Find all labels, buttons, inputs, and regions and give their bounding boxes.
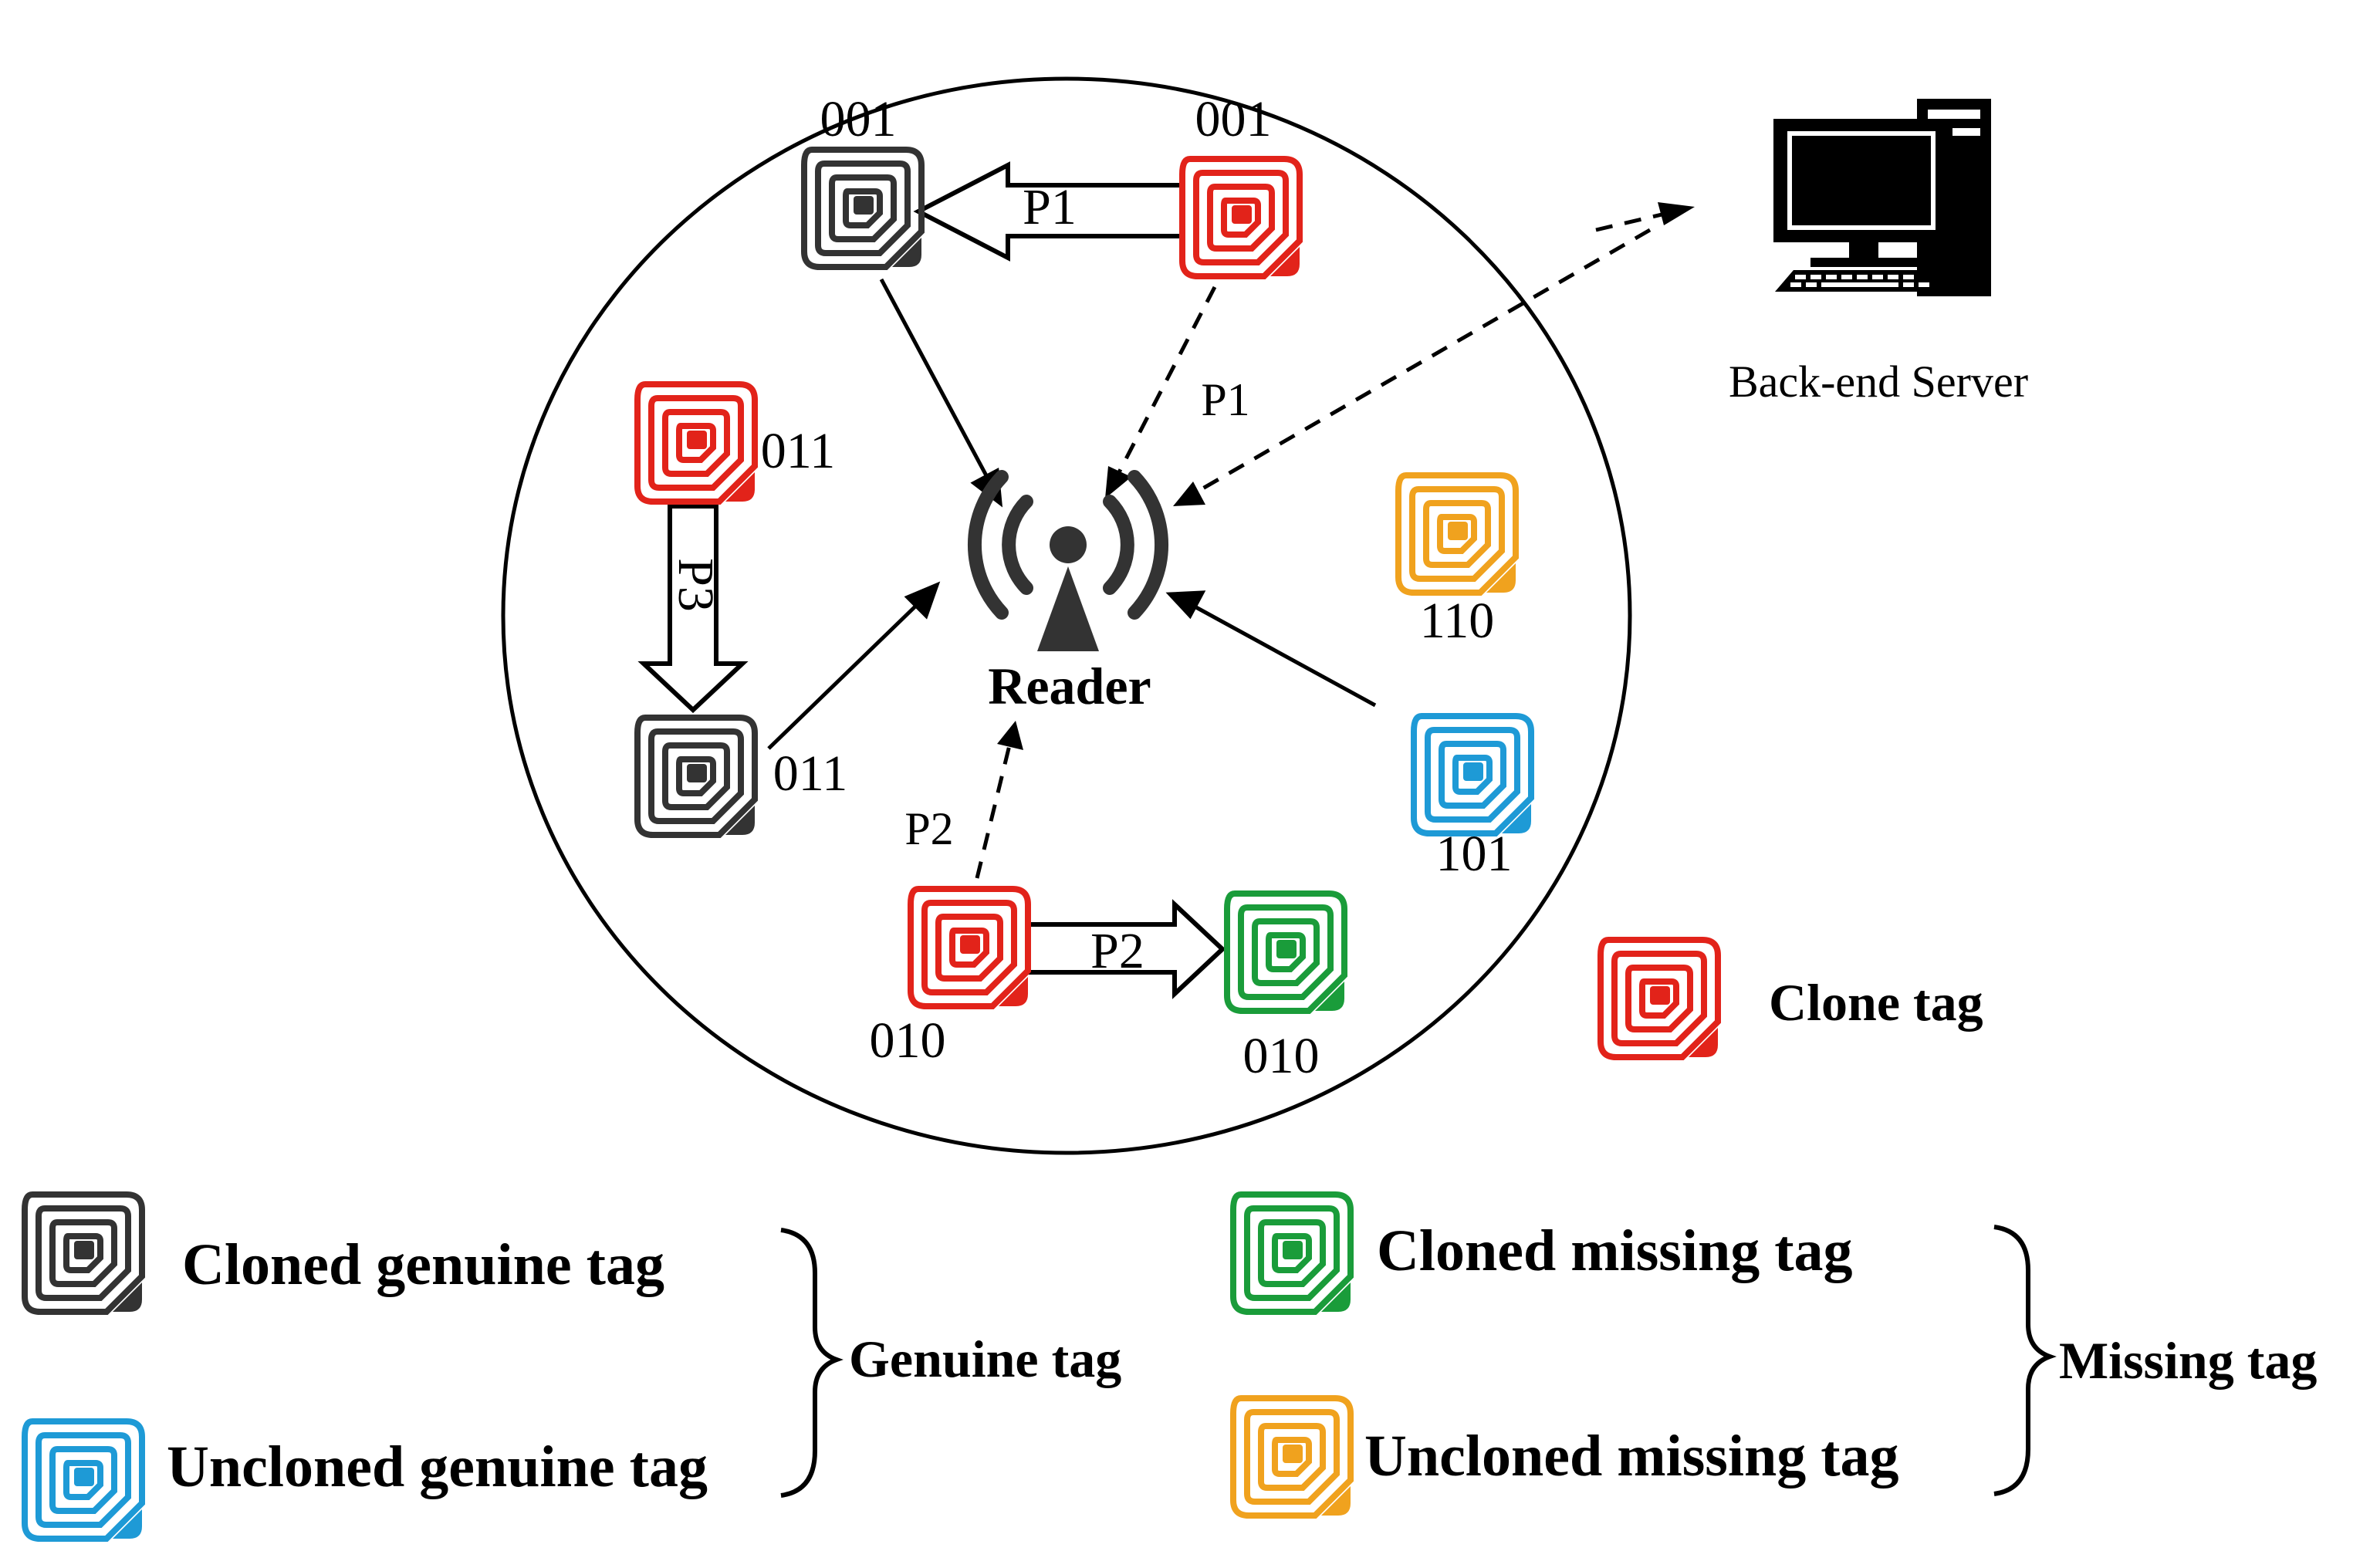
rfid-tag-icon [25, 1195, 142, 1312]
p3-block-arrow [637, 504, 749, 714]
missing-brace [1993, 1225, 2057, 1496]
tag-clone-010-label: 010 [870, 1012, 946, 1069]
antenna-icon [968, 470, 1168, 651]
rfid-tag-icon [637, 718, 755, 835]
tag-clone-011-label: 011 [761, 423, 836, 479]
legend-genuine-group: Genuine tag [849, 1330, 1121, 1388]
rfid-tag-icon [1182, 159, 1300, 276]
p1-link-label: P1 [1201, 374, 1249, 425]
tag-uncloned-101-label: 101 [1436, 826, 1513, 882]
rfid-tag-icon [1233, 1195, 1351, 1312]
legend-uncloned-missing: Uncloned missing tag [1364, 1424, 1899, 1489]
reader-label: Reader [988, 657, 1151, 715]
arrow-heads-dashed [997, 202, 1695, 750]
tag-genuine-011-label: 011 [773, 745, 848, 802]
p3-arrow-label: P3 [668, 558, 724, 612]
rfid-tag-icon [637, 384, 755, 502]
p2-block-arrow [1026, 899, 1226, 999]
p1-arrow-label: P1 [1023, 179, 1077, 235]
rfid-tag-icon [1398, 475, 1516, 593]
legend-cloned-missing: Cloned missing tag [1377, 1218, 1853, 1283]
legend-missing-group: Missing tag [2059, 1331, 2317, 1390]
rfid-tag-icon [25, 1421, 142, 1539]
p1-block-arrow [913, 161, 1185, 262]
computer-icon [1773, 99, 1991, 296]
p2-link-label: P2 [904, 803, 953, 854]
legend-uncloned-genuine: Uncloned genuine tag [167, 1435, 708, 1499]
p2-arrow-label: P2 [1090, 923, 1144, 979]
rfid-tag-icon [1233, 1398, 1351, 1516]
reader-coverage-circle [501, 76, 1632, 1155]
tag-missing-110-label: 110 [1420, 593, 1495, 649]
legend-clone-tag: Clone tag [1769, 973, 1983, 1032]
tag-clone-001-label: 001 [1195, 91, 1272, 147]
rfid-tag-icon [1601, 940, 1718, 1057]
rfid-tag-icon [1414, 716, 1531, 833]
rfid-tag-icon [804, 150, 921, 267]
tag-missing-010-label: 010 [1243, 1028, 1320, 1084]
server-label: Back-end Server [1729, 357, 2028, 407]
legend-cloned-genuine: Cloned genuine tag [182, 1232, 664, 1297]
rfid-tag-icon [911, 889, 1028, 1006]
rfid-tag-icon [1227, 894, 1344, 1011]
genuine-brace [780, 1228, 844, 1498]
arrows-dashed [975, 211, 1669, 879]
tag-genuine-001-label: 001 [820, 91, 897, 147]
